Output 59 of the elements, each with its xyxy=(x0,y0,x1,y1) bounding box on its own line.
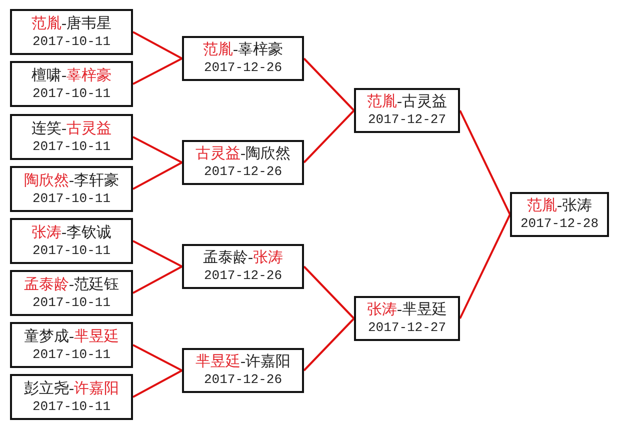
match-box xyxy=(354,88,460,133)
match-box xyxy=(10,9,133,55)
bracket-line xyxy=(132,162,182,190)
match-box xyxy=(182,36,304,81)
bracket-line xyxy=(303,58,355,112)
bracket-line xyxy=(132,136,182,164)
bracket-line xyxy=(303,110,355,164)
player-pair-text: 范胤-张涛 xyxy=(527,197,592,215)
bracket-line xyxy=(132,266,182,294)
bracket-line xyxy=(132,58,182,85)
match-box xyxy=(10,61,133,107)
player-pair-text: 范胤-唐韦星 xyxy=(32,14,112,32)
bracket-line xyxy=(303,266,355,320)
player-pair-text: 范胤-辜梓豪 xyxy=(203,41,283,59)
match-box xyxy=(10,114,133,160)
match-date: 2017-10-11 xyxy=(32,242,110,258)
match-date: 2017-12-27 xyxy=(368,319,446,336)
bracket-line xyxy=(132,370,182,398)
player-pair-text: 张涛-芈昱廷 xyxy=(367,301,447,319)
bracket-line xyxy=(132,240,182,268)
player-pair-text: 芈昱廷-许嘉阳 xyxy=(196,353,290,371)
match-date: 2017-12-28 xyxy=(520,215,598,232)
match-box xyxy=(10,270,133,316)
match-box xyxy=(10,218,133,264)
player-pair-text: 彭立尧-许嘉阳 xyxy=(24,380,119,398)
player-pair-text: 孟泰龄-范廷钰 xyxy=(24,276,119,294)
match-box xyxy=(10,374,133,420)
match-date: 2017-12-26 xyxy=(204,163,282,180)
player-pair-text: 檀啸-辜梓豪 xyxy=(32,66,112,84)
bracket-line xyxy=(303,318,355,372)
match-box xyxy=(510,192,609,237)
player-pair-text: 陶欣然-李轩豪 xyxy=(24,172,119,190)
match-box xyxy=(10,166,133,212)
match-date: 2017-10-11 xyxy=(32,398,110,414)
bracket-line xyxy=(132,31,182,60)
match-date: 2017-12-27 xyxy=(368,111,446,128)
match-date: 2017-12-26 xyxy=(204,371,282,388)
player-pair-text: 张涛-李钦诚 xyxy=(32,224,112,242)
match-date: 2017-10-11 xyxy=(32,84,110,102)
player-pair-text: 古灵益-陶欣然 xyxy=(196,145,290,163)
match-box xyxy=(182,140,304,185)
match-date: 2017-10-11 xyxy=(32,138,110,154)
match-date: 2017-10-11 xyxy=(32,190,110,206)
match-box xyxy=(182,244,304,289)
match-date: 2017-12-26 xyxy=(204,267,282,284)
match-box xyxy=(10,322,133,368)
bracket-line xyxy=(459,214,511,319)
match-date: 2017-10-11 xyxy=(32,294,110,310)
match-date: 2017-10-11 xyxy=(32,32,110,50)
match-box xyxy=(182,348,304,393)
bracket-line xyxy=(132,344,182,372)
bracket-line xyxy=(459,110,511,215)
player-pair-text: 孟泰龄-张涛 xyxy=(203,249,283,267)
player-pair-text: 连笑-古灵益 xyxy=(32,120,112,138)
match-date: 2017-12-26 xyxy=(204,59,282,76)
player-pair-text: 范胤-古灵益 xyxy=(367,93,447,111)
match-date: 2017-10-11 xyxy=(32,346,110,362)
player-pair-text: 童梦成-芈昱廷 xyxy=(24,328,119,346)
match-box xyxy=(354,296,460,341)
